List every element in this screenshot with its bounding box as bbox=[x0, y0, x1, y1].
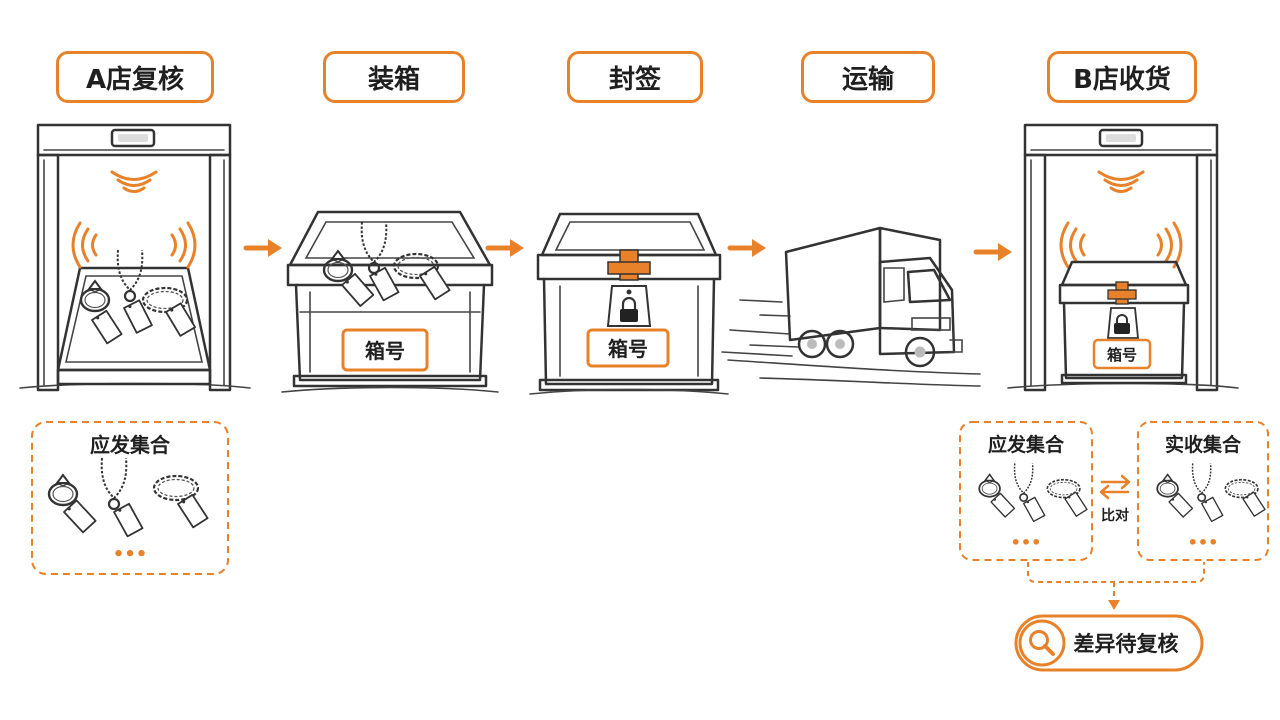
bracelet-icon bbox=[1224, 478, 1267, 519]
received-set-ellipsis: ••• bbox=[1188, 533, 1219, 552]
necklace-icon bbox=[1013, 462, 1047, 524]
compare-arrows-icon bbox=[1099, 474, 1131, 500]
ring-icon bbox=[322, 249, 377, 311]
ring-icon bbox=[47, 473, 99, 538]
expected-set-title: 应发集合 bbox=[90, 433, 171, 457]
expected-set-title-b: 应发集合 bbox=[988, 433, 1065, 456]
box-number-label: 箱号 bbox=[1107, 346, 1137, 364]
expected-set-box-b bbox=[959, 421, 1093, 561]
compare-label: 比对 bbox=[1101, 507, 1129, 524]
arrow-right-icon bbox=[246, 239, 282, 257]
discrepancy-label: 差异待复核 bbox=[1074, 632, 1179, 656]
step-label-transport: 运输 bbox=[801, 51, 935, 103]
padlock-icon bbox=[606, 285, 652, 327]
padlock-icon bbox=[1107, 307, 1139, 339]
expected-set-box bbox=[31, 421, 229, 575]
received-set-title: 实收集合 bbox=[1165, 433, 1242, 456]
arrow-right-icon bbox=[730, 239, 766, 257]
necklace-icon bbox=[1191, 462, 1225, 524]
magnifier-icon bbox=[1018, 619, 1066, 667]
ring-icon bbox=[79, 279, 124, 347]
bracelet-icon bbox=[1046, 478, 1089, 519]
ring-icon bbox=[978, 473, 1017, 521]
arrow-right-icon bbox=[488, 239, 524, 257]
step-label-packing: 装箱 bbox=[323, 51, 465, 103]
bracelet-icon bbox=[392, 252, 452, 303]
step-label-b-receiving: B店收货 bbox=[1047, 51, 1197, 103]
step-label-a-review: A店复核 bbox=[56, 51, 214, 103]
discrepancy-pill bbox=[1014, 614, 1204, 672]
expected-set-ellipsis: ••• bbox=[113, 544, 148, 565]
expected-set-ellipsis-b: ••• bbox=[1011, 533, 1042, 552]
merge-connector bbox=[1027, 562, 1205, 602]
bracelet-icon bbox=[152, 474, 210, 531]
ring-icon bbox=[1156, 473, 1195, 521]
bracelet-icon bbox=[141, 286, 198, 339]
step-label-sealing: 封签 bbox=[567, 51, 703, 103]
necklace-icon bbox=[100, 456, 145, 539]
box-number-label: 箱号 bbox=[608, 337, 648, 361]
rfid-gate-icon bbox=[19, 123, 251, 392]
truck-icon bbox=[721, 226, 981, 387]
arrow-right-icon bbox=[976, 243, 1012, 261]
box-number-label: 箱号 bbox=[365, 339, 405, 363]
received-set-box bbox=[1137, 421, 1269, 561]
